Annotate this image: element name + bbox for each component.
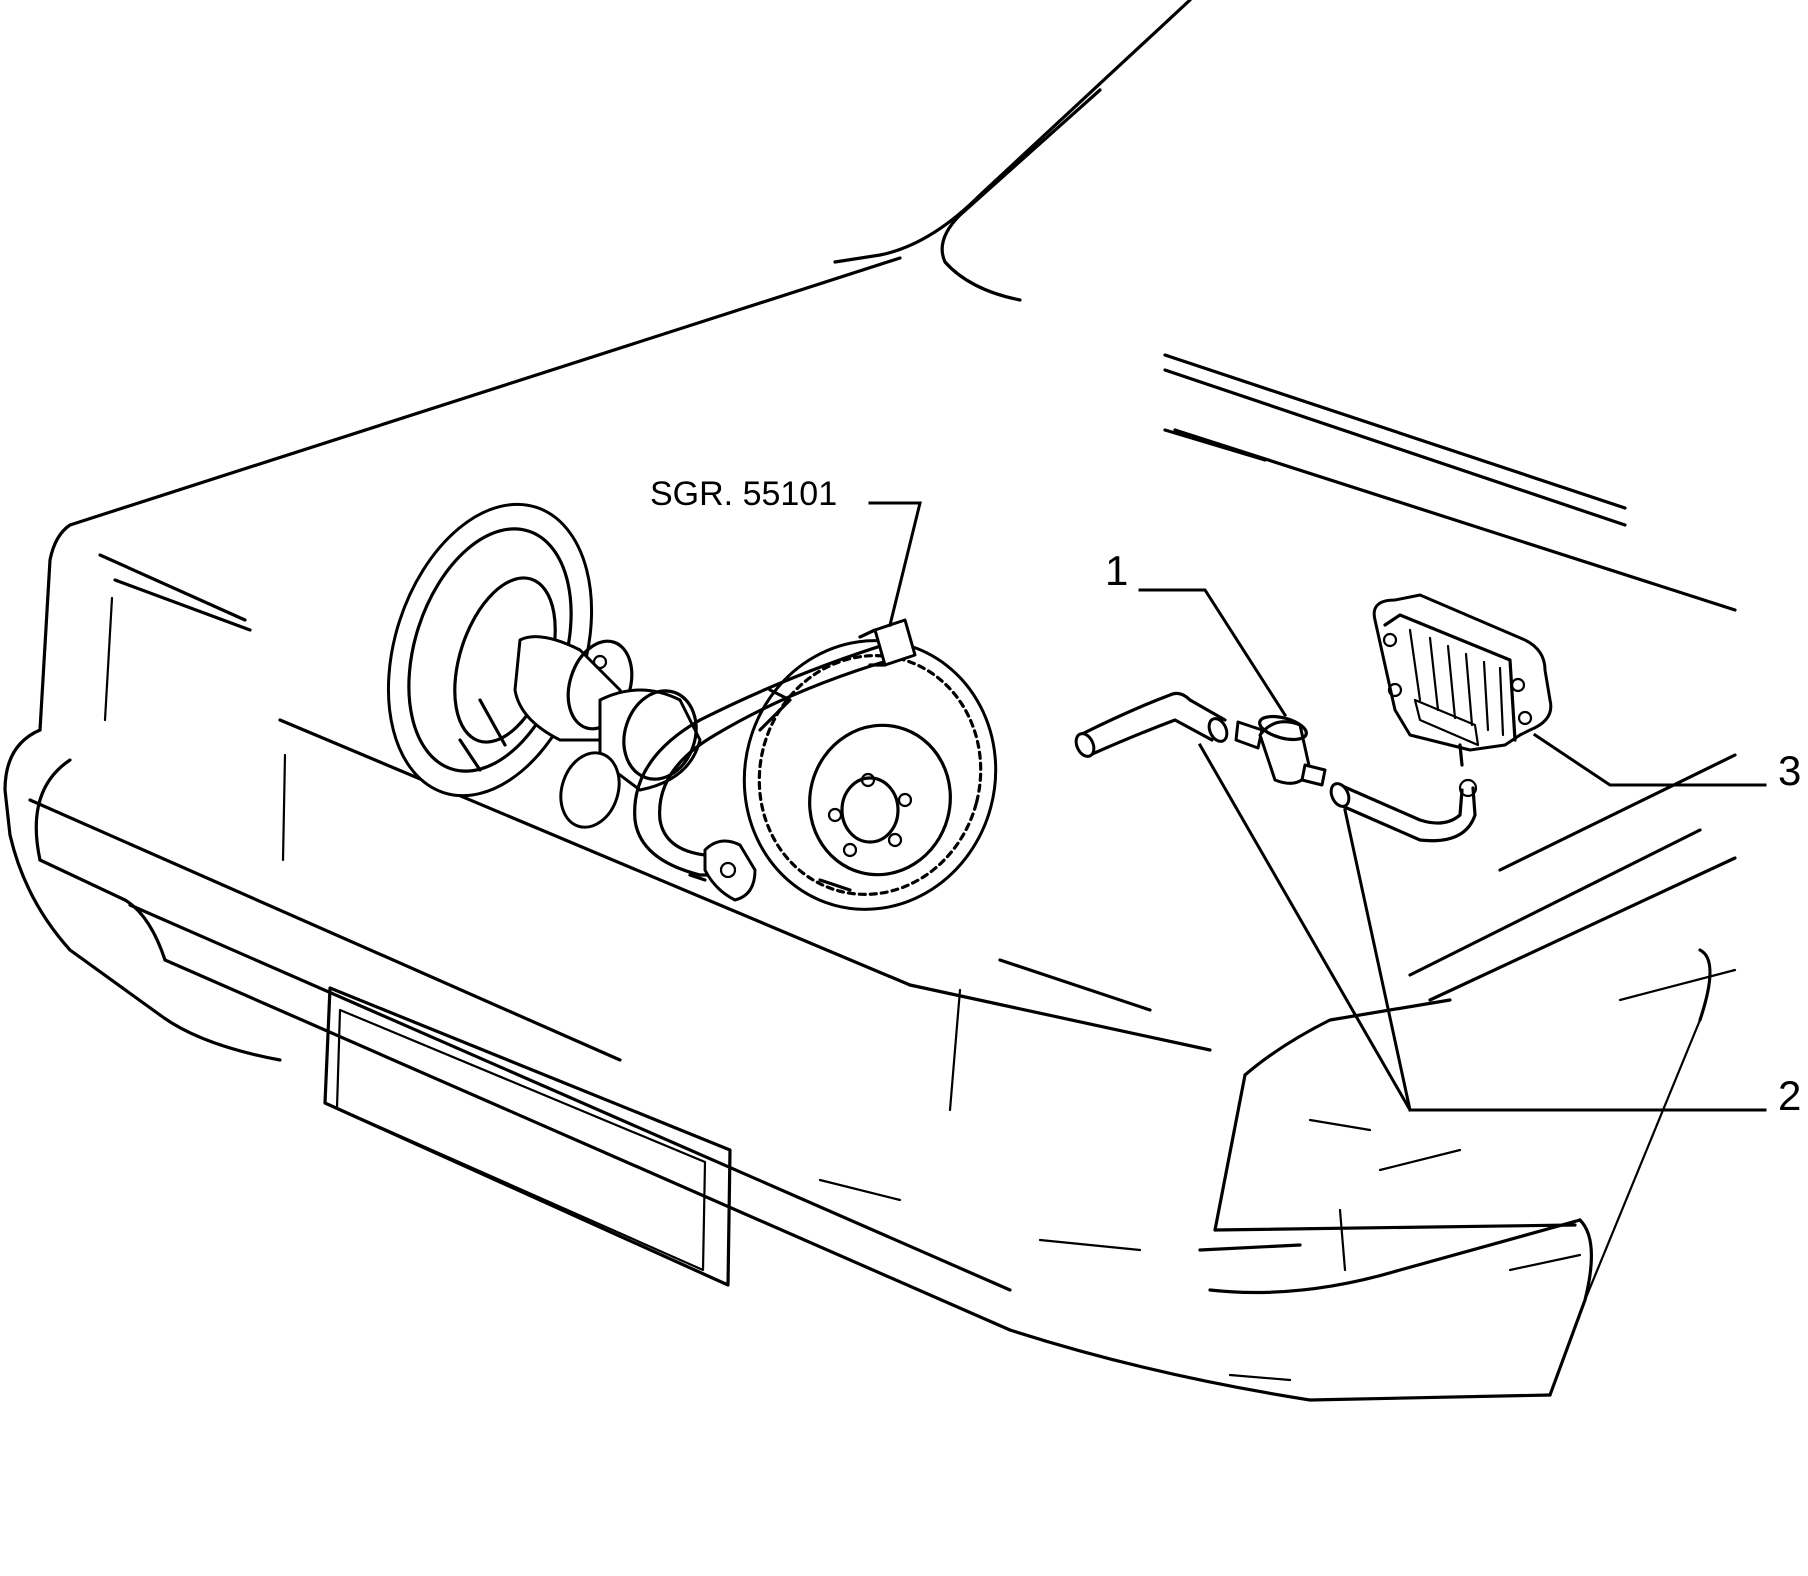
callout-3: 3 [1778, 747, 1801, 794]
hose-left-icon [1074, 691, 1229, 758]
rpm-sensor-cable-icon [633, 618, 917, 902]
callout-1: 1 [1105, 547, 1128, 594]
leader-sgr [868, 501, 922, 627]
leader-lines [868, 501, 1767, 1112]
callout-2: 2 [1778, 1072, 1801, 1119]
flywheel-icon [742, 639, 998, 911]
leader-1 [1138, 588, 1288, 718]
fuel-filter-icon [1234, 714, 1327, 787]
ecu-module-icon [1372, 593, 1553, 767]
reference-label: SGR. 55101 [650, 475, 837, 513]
leader-2 [1197, 742, 1767, 1112]
leader-3 [1532, 732, 1767, 787]
car-body-outline [3, 0, 1737, 1402]
crankshaft-pulley-icon [386, 502, 702, 829]
hose-right-icon [1329, 778, 1478, 843]
